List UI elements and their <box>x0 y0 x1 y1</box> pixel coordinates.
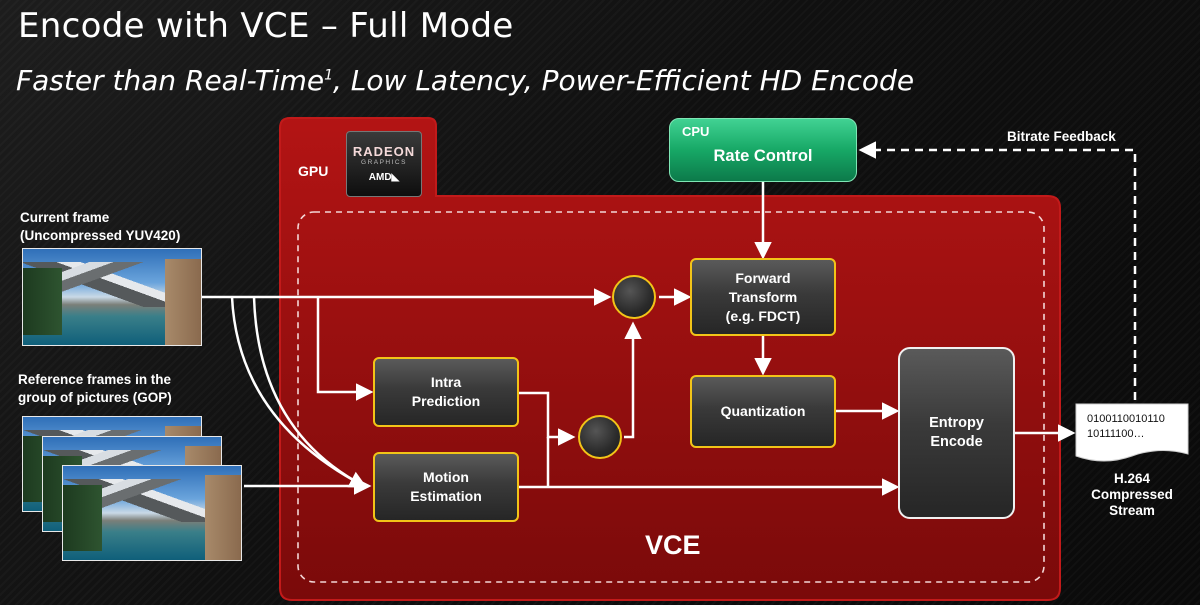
me-line2: Estimation <box>410 488 482 504</box>
me-line1: Motion <box>423 469 469 485</box>
intra-prediction-block: Intra Prediction <box>373 357 519 427</box>
slide-subtitle: Faster than Real-Time1, Low Latency, Pow… <box>16 64 914 97</box>
stream-line1: H.264 <box>1113 471 1151 486</box>
bitrate-feedback-label: Bitrate Feedback <box>1007 129 1116 144</box>
arrow-current-to-intra <box>316 297 374 401</box>
fdct-line3: (e.g. FDCT) <box>725 307 801 324</box>
output-stream-document <box>1075 403 1189 462</box>
summation-node-lower <box>578 415 622 459</box>
reference-frame-image-3 <box>62 465 242 561</box>
subtitle-footnote: 1 <box>324 67 333 84</box>
reference-frames-line1: Reference frames in the <box>18 372 172 387</box>
current-frame-line2: (Uncompressed YUV420) <box>20 228 181 243</box>
arrow-circle-to-sum <box>624 321 642 439</box>
cpu-label: CPU <box>682 124 710 139</box>
logo-radeon-text: RADEON <box>352 144 416 159</box>
gpu-label: GPU <box>298 163 329 179</box>
rate-control-label: Rate Control <box>713 147 813 165</box>
logo-amd-text: AMD◣ <box>368 172 400 183</box>
stream-label: H.264 Compressed Stream <box>1080 471 1184 519</box>
quantization-block: Quantization <box>690 375 836 448</box>
forward-transform-block: Forward Transform (e.g. FDCT) <box>690 258 836 336</box>
current-frame-line1: Current frame <box>20 210 110 225</box>
vce-boundary <box>297 211 1045 583</box>
subtitle-main: Faster than Real-Time <box>16 64 325 97</box>
bits-line2: 10111100… <box>1087 428 1145 440</box>
arrow-current-to-me-2 <box>230 296 365 488</box>
reference-frames-line2: group of pictures (GOP) <box>18 390 172 405</box>
stream-line3: Stream <box>1109 503 1155 518</box>
vce-label: VCE <box>645 530 701 560</box>
current-frame-label: Current frame (Uncompressed YUV420) <box>20 209 180 245</box>
intra-line1: Intra <box>430 374 462 390</box>
entropy-encode-block: Entropy Encode <box>898 347 1015 519</box>
logo-graphics-text: GRAPHICS <box>361 159 407 166</box>
stream-line2: Compressed <box>1091 487 1173 502</box>
slide-title: Encode with VCE – Full Mode <box>18 6 514 46</box>
arrow-intra-to-circle <box>519 391 576 446</box>
current-frame-image <box>22 248 202 346</box>
summation-node-upper <box>612 275 656 319</box>
intra-line2: Prediction <box>411 393 481 409</box>
output-bits-text: 0100110010110 10111100… <box>1087 412 1165 442</box>
subtitle-rest: , Low Latency, Power-Efficient HD Encode <box>333 64 915 97</box>
motion-estimation-block: Motion Estimation <box>373 452 519 522</box>
cpu-rate-control-block: CPU Rate Control <box>669 118 857 182</box>
entropy-line2: Encode <box>930 434 983 450</box>
bits-line1: 0100110010110 <box>1087 413 1165 425</box>
fdct-line2: Transform <box>728 288 798 305</box>
radeon-logo: RADEON GRAPHICS AMD◣ <box>346 131 422 197</box>
entropy-line1: Entropy <box>929 415 984 431</box>
fdct-line1: Forward <box>735 269 791 286</box>
reference-frames-label: Reference frames in the group of picture… <box>18 371 172 407</box>
